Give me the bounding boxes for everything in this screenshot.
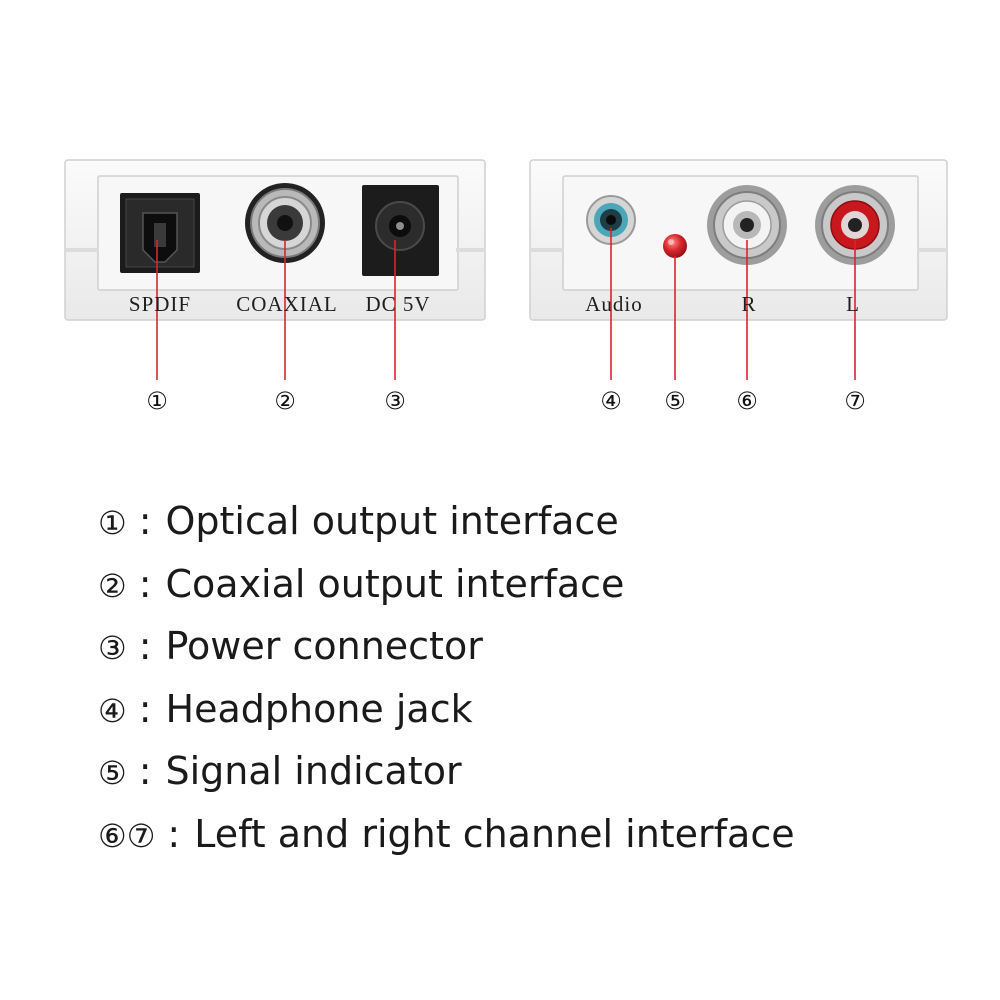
legend-separator: : xyxy=(138,686,152,731)
legend-item-5: ⑤: Signal indicator xyxy=(98,740,958,803)
legend-item-6: ⑥⑦: Left and right channel interface xyxy=(98,803,958,866)
legend-item-2: ②: Coaxial output interface xyxy=(98,553,958,616)
legend-number: ⑥⑦ xyxy=(98,816,156,855)
legend-text: Signal indicator xyxy=(165,749,462,793)
legend-item-1: ①: Optical output interface xyxy=(98,490,958,553)
right-device xyxy=(529,159,948,321)
legend-separator: : xyxy=(138,561,152,606)
rca-right-port xyxy=(707,185,787,265)
legend-text: Power connector xyxy=(165,624,483,668)
legend-text: Left and right channel interface xyxy=(194,811,795,856)
callout-number-1: ① xyxy=(146,387,168,415)
callout-number-2: ② xyxy=(274,387,296,415)
legend-separator: : xyxy=(138,624,152,668)
legend-number: ① xyxy=(98,504,127,542)
rca-left-label: L xyxy=(846,292,860,316)
device-diagram: SPDIF COAXIAL DC 5V Audio R L ① ② ③ ④ ⑤ … xyxy=(0,0,1000,440)
legend-separator: : xyxy=(138,499,152,543)
device-illustration xyxy=(64,159,948,380)
legend-item-3: ③: Power connector xyxy=(98,615,958,678)
legend-separator: : xyxy=(138,749,152,793)
headphone-jack xyxy=(586,195,636,245)
callout-number-3: ③ xyxy=(384,387,406,415)
left-device xyxy=(64,159,486,321)
legend-text: Coaxial output interface xyxy=(165,561,625,606)
callout-number-6: ⑥ xyxy=(736,387,758,415)
dc5v-label: DC 5V xyxy=(365,292,431,316)
legend-text: Optical output interface xyxy=(165,499,619,543)
legend-number: ② xyxy=(98,566,127,605)
legend: ①: Optical output interface ②: Coaxial out… xyxy=(98,490,958,865)
signal-led xyxy=(663,234,687,258)
legend-item-4: ④: Headphone jack xyxy=(98,678,958,741)
rca-right-label: R xyxy=(741,292,757,316)
dc5v-port xyxy=(362,185,439,276)
legend-number: ④ xyxy=(98,691,127,730)
legend-number: ③ xyxy=(98,629,127,667)
rca-left-port xyxy=(815,185,895,265)
callout-number-4: ④ xyxy=(600,387,622,415)
callout-lines xyxy=(156,228,856,380)
callout-number-7: ⑦ xyxy=(844,387,866,415)
spdif-label: SPDIF xyxy=(128,292,192,316)
callout-number-5: ⑤ xyxy=(664,387,686,415)
coaxial-label: COAXIAL xyxy=(236,292,338,316)
legend-text: Headphone jack xyxy=(165,686,473,731)
spdif-port xyxy=(120,193,200,273)
legend-separator: : xyxy=(167,811,181,856)
audio-label: Audio xyxy=(585,292,643,316)
legend-number: ⑤ xyxy=(98,754,127,792)
